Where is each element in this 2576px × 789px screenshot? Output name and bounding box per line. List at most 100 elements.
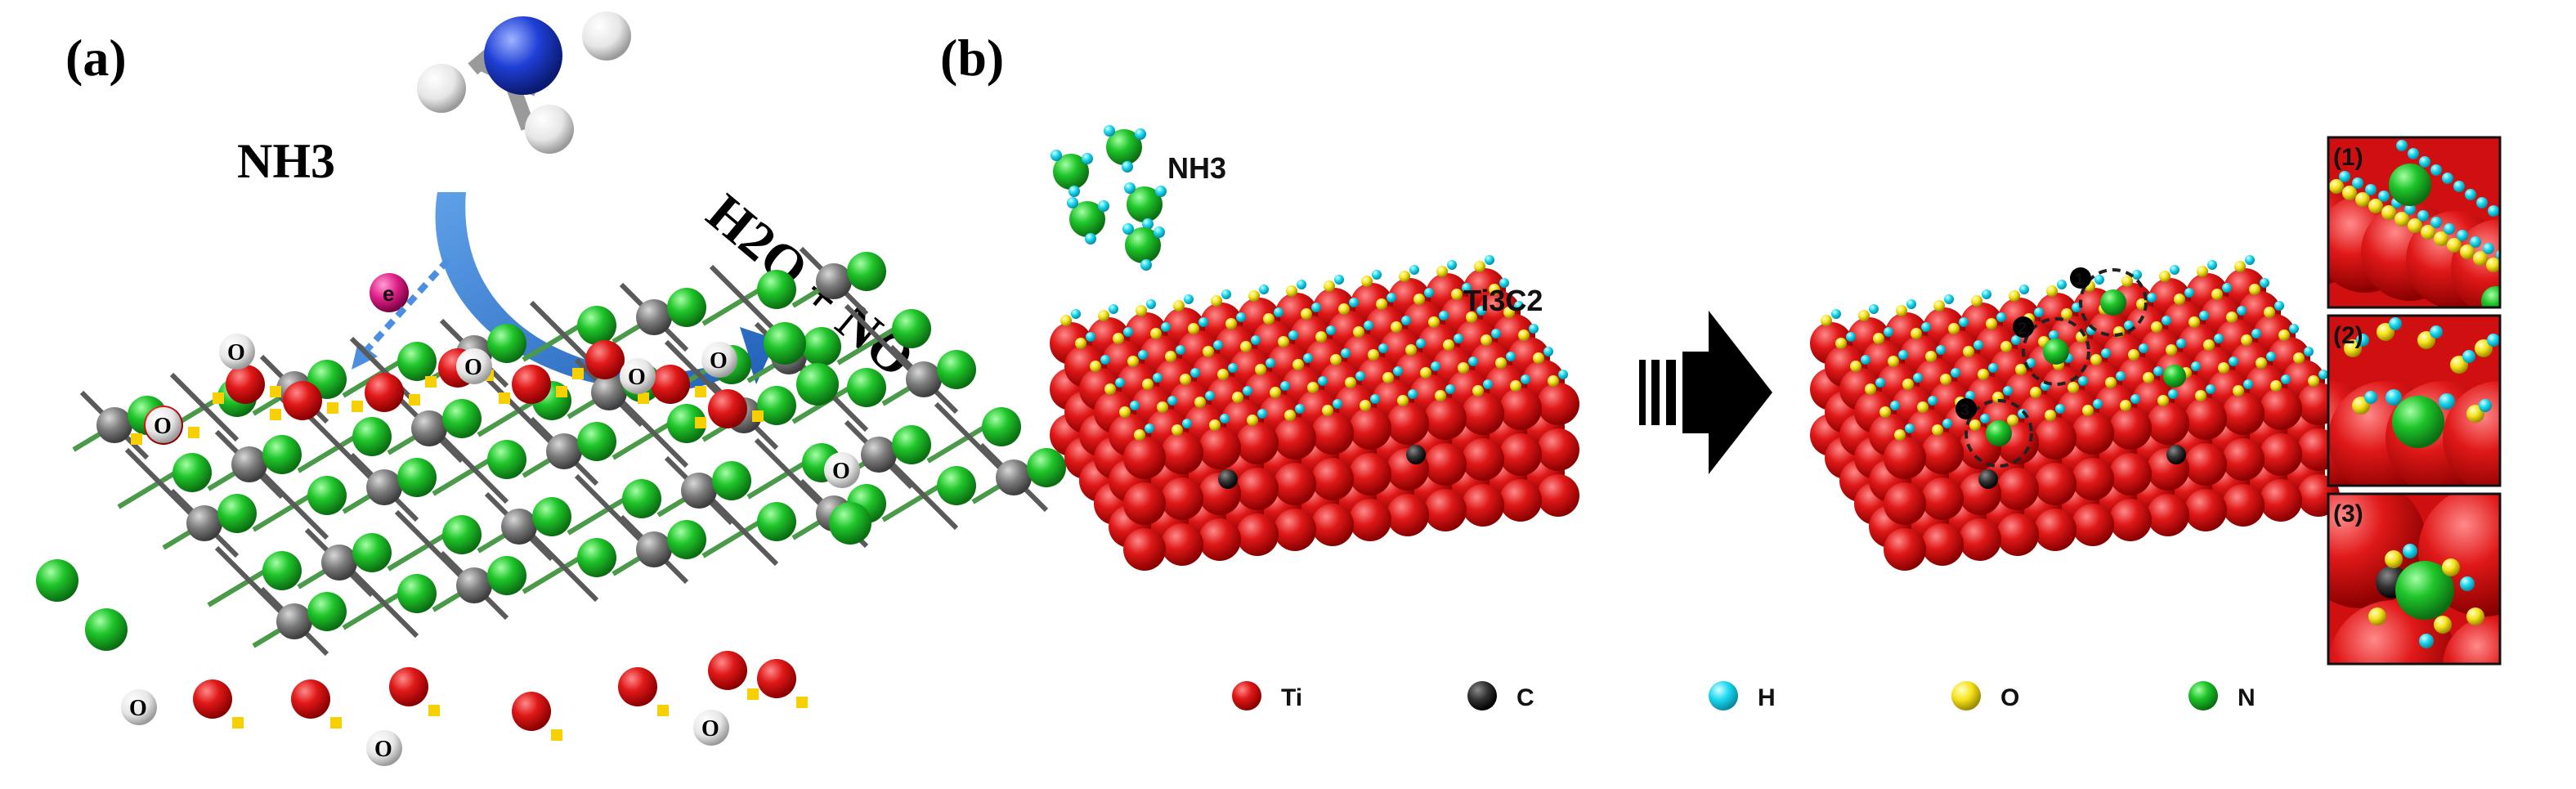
carbon-atom — [861, 437, 897, 473]
legend-label: Ti — [1281, 684, 1302, 711]
hydrogen-atom — [2483, 243, 2494, 254]
oxygen-atom — [1391, 321, 1402, 333]
oxygen-ion-label: O — [227, 340, 245, 365]
mxene-crystal — [36, 246, 1066, 741]
oxygen-atom — [2447, 238, 2462, 253]
oxygen-atom — [1533, 352, 1544, 364]
oxygen-atom — [1240, 341, 1252, 352]
oxygen-atom — [1510, 380, 1521, 392]
titanium-atom — [937, 350, 976, 389]
hydrogen-atom — [1138, 350, 1148, 360]
hydrogen-atom — [1491, 329, 1501, 338]
legend-item-o: O — [1951, 681, 2019, 711]
oxygen-atom — [1474, 261, 1485, 272]
hydrogen-atom — [1424, 288, 1434, 298]
hydrogen-atom — [1831, 309, 1841, 319]
oxygen-atom — [1399, 271, 1410, 282]
site-number: 1 — [2075, 271, 2084, 289]
oxygen-atom — [2045, 410, 2056, 421]
titanium-atom — [2072, 504, 2114, 546]
titanium-atom — [2109, 499, 2152, 541]
hydrogen-atom — [1439, 311, 1449, 321]
hydrogen-atom — [2476, 197, 2488, 208]
oxygen-atom — [1165, 351, 1176, 362]
titanium-atom — [262, 551, 302, 590]
titanium-atom — [172, 453, 212, 492]
titanium-atom — [1123, 528, 1166, 571]
oxygen-atom — [2226, 312, 2238, 323]
hydrogen-atom — [2419, 634, 2434, 648]
titanium-atom — [307, 592, 347, 631]
nh3-molecule — [417, 11, 631, 154]
carbon-atom — [906, 361, 942, 397]
oxygen-atom — [1217, 369, 1229, 380]
carbon-atom — [1978, 469, 1998, 489]
hydrogen-atom — [409, 394, 420, 406]
oxygen-atom — [1518, 329, 1530, 341]
hydrogen-atom — [330, 717, 342, 728]
titanium-atom — [1996, 468, 2039, 510]
titanium-atom — [85, 608, 128, 651]
titanium-atom — [487, 324, 526, 363]
titanium-atom — [1996, 513, 2039, 556]
titanium-atom — [1311, 504, 1354, 546]
oxygen-atom — [1209, 419, 1221, 431]
oxygen-atom — [1932, 424, 1943, 436]
titanium-atom — [757, 270, 796, 309]
hydrogen-atom — [1228, 363, 1238, 373]
hydrogen-atom — [638, 392, 649, 404]
oxygen-atom — [1969, 419, 1981, 431]
titanium-atom — [1349, 453, 1391, 495]
legend-swatch — [2188, 681, 2218, 711]
hydrogen-atom — [2199, 311, 2209, 321]
hydrogen-atom — [2430, 325, 2443, 338]
hydrogen-atom — [1349, 298, 1359, 307]
titanium-atom — [667, 520, 706, 559]
hydrogen-atom — [232, 717, 244, 728]
hydrogen-atom — [1445, 384, 1455, 394]
hydrogen-atom — [2462, 350, 2475, 363]
inset-views: (1)(2)(3) — [2327, 136, 2502, 666]
oxygen-atom — [2434, 231, 2448, 246]
oxygen-atom — [1466, 312, 1477, 323]
hydrogen-atom — [1431, 361, 1440, 371]
oxygen-atom — [193, 679, 232, 719]
hydrogen-atom — [2460, 576, 2475, 591]
hydrogen-atom — [1483, 379, 1493, 389]
hydrogen-atom — [2289, 324, 2299, 334]
hydrogen-atom — [2352, 177, 2363, 189]
titanium-atom — [1236, 422, 1279, 464]
hydrogen-atom — [1499, 278, 1509, 288]
oxygen-atom — [2256, 357, 2267, 369]
hydrogen-atom — [188, 427, 199, 438]
titanium-atom — [1349, 499, 1391, 541]
oxygen-atom — [1368, 349, 1379, 361]
hydrogen-atom — [1067, 197, 1078, 208]
hydrogen-atom — [270, 409, 281, 420]
oxygen-atom — [1888, 356, 1899, 367]
titanium-atom — [36, 559, 78, 602]
oxygen-atom — [1894, 429, 1906, 441]
hydrogen-atom — [2153, 366, 2163, 376]
titanium-atom — [352, 417, 392, 456]
hydrogen-atom — [1100, 355, 1110, 365]
hydrogen-atom — [2132, 270, 2142, 280]
oxygen-atom — [2211, 289, 2223, 300]
titanium-atom — [1198, 518, 1241, 561]
hydrogen-atom — [1558, 370, 1568, 379]
titanium-atom — [2147, 402, 2189, 445]
titanium-atom — [2184, 397, 2227, 440]
hydrogen-atom — [657, 705, 669, 716]
hydrogen-atom — [1257, 409, 1267, 419]
hydrogen-atom — [556, 386, 567, 397]
hydrogen-atom — [1243, 386, 1252, 396]
oxygen-atom — [1865, 383, 1876, 395]
electron-label: e — [383, 281, 394, 306]
hydrogen-atom — [1973, 340, 1983, 350]
oxygen-atom — [2329, 179, 2344, 194]
titanium-atom — [1537, 474, 1579, 517]
oxygen-atom — [1353, 326, 1364, 338]
oxygen-ion — [620, 358, 656, 394]
hydrogen-atom — [1251, 335, 1261, 345]
